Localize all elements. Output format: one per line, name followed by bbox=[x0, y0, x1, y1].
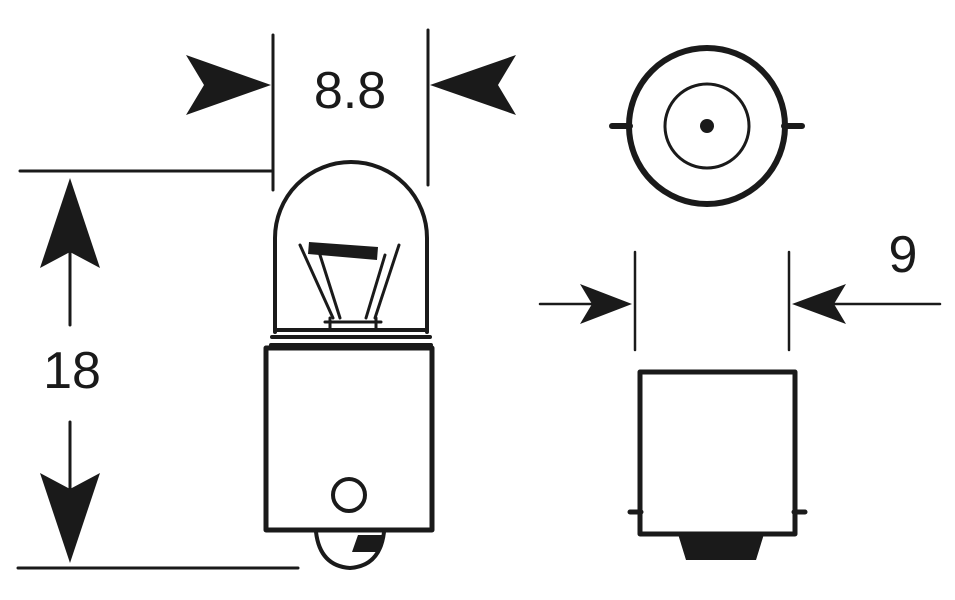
base-side-contact bbox=[678, 534, 764, 560]
bulb-side-view bbox=[263, 160, 435, 570]
width-dimension: 8.8 bbox=[186, 28, 516, 192]
width-dimension-label: 8.8 bbox=[314, 62, 386, 120]
filament-support-wires bbox=[298, 243, 401, 320]
width-arrow-left bbox=[186, 55, 271, 115]
height-dimension-label: 18 bbox=[43, 342, 101, 400]
metal-cap bbox=[263, 345, 435, 533]
top-view-contact-dot bbox=[700, 119, 714, 133]
top-view-inner-ring bbox=[663, 82, 751, 170]
base-arrow-right bbox=[792, 284, 846, 324]
bulb-neck-collar bbox=[269, 328, 433, 347]
base-contact-solder bbox=[352, 535, 382, 552]
height-arrow-up bbox=[40, 178, 100, 268]
height-dimension: 18 bbox=[16, 169, 300, 570]
base-side-body bbox=[637, 369, 798, 537]
height-arrow-down bbox=[40, 473, 100, 563]
width-arrow-right bbox=[430, 55, 516, 115]
filament-pinch bbox=[323, 316, 383, 332]
base-top-view bbox=[609, 45, 805, 207]
base-side-view bbox=[627, 369, 808, 560]
glass-envelope bbox=[273, 160, 429, 334]
base-dimension-label: 9 bbox=[889, 226, 918, 284]
base-arrow-left bbox=[580, 284, 632, 324]
base-diameter-dimension: 9 bbox=[538, 226, 942, 352]
bayonet-pin bbox=[331, 477, 367, 513]
filament bbox=[308, 242, 378, 260]
